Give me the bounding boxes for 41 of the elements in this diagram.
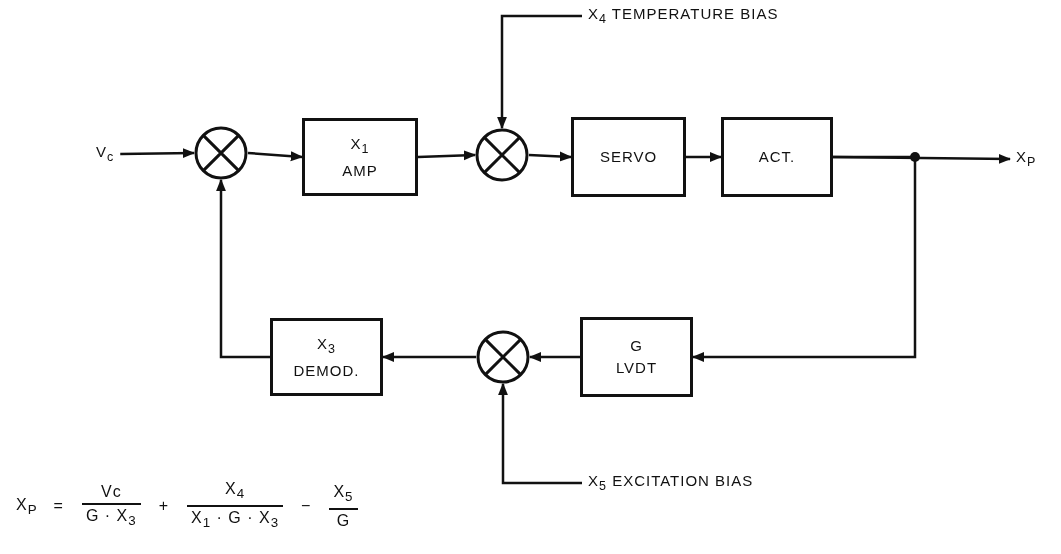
equation-operator: − — [301, 497, 312, 516]
equation-variable: X$_{P}$ — [16, 495, 38, 517]
block-label: SERVO — [599, 148, 658, 166]
block-label: X$_{3}$ — [317, 334, 336, 358]
block-box — [571, 117, 686, 197]
arrow — [528, 352, 580, 362]
block-label: ACT. — [758, 148, 796, 166]
signal-label: X$_{5}$ EXCITATION BIAS — [588, 471, 754, 495]
arrow — [120, 148, 196, 159]
numerator: X$_{4}$ — [224, 479, 247, 504]
signal-label: V$_{c}$ — [96, 142, 115, 166]
signal-label: X$_{P}$ — [1016, 147, 1037, 171]
arrow — [686, 152, 723, 162]
block-box — [302, 118, 418, 196]
arrow — [691, 155, 917, 362]
numerator: Vc — [99, 481, 123, 502]
signal-label: X$_{4}$ TEMPERATURE BIAS — [588, 4, 779, 28]
arrow — [498, 382, 582, 485]
equation-operator: + — [158, 497, 169, 516]
equation-operator: = — [53, 497, 64, 516]
block-label: LVDT — [615, 359, 658, 377]
summing-junction — [475, 128, 529, 182]
block-label: G — [630, 337, 643, 355]
denominator: G · X$_{3}$ — [84, 505, 138, 530]
arrow — [417, 150, 477, 161]
block-label: DEMOD. — [293, 361, 360, 380]
arrow — [216, 178, 270, 359]
block-box — [270, 318, 383, 396]
arrow — [497, 14, 582, 130]
block-label: AMP — [342, 161, 378, 180]
arrow — [247, 151, 304, 162]
denominator: G — [335, 510, 352, 531]
denominator: X$_{1}$ · G · X$_{3}$ — [190, 508, 281, 533]
numerator: X$_{5}$ — [332, 481, 355, 506]
block-box — [580, 317, 693, 397]
block-box — [721, 117, 833, 197]
summing-junction — [476, 330, 530, 384]
summing-junction — [194, 126, 248, 180]
arrow — [381, 352, 476, 362]
arrow — [528, 151, 573, 162]
block-label: X$_{1}$ — [350, 134, 370, 158]
